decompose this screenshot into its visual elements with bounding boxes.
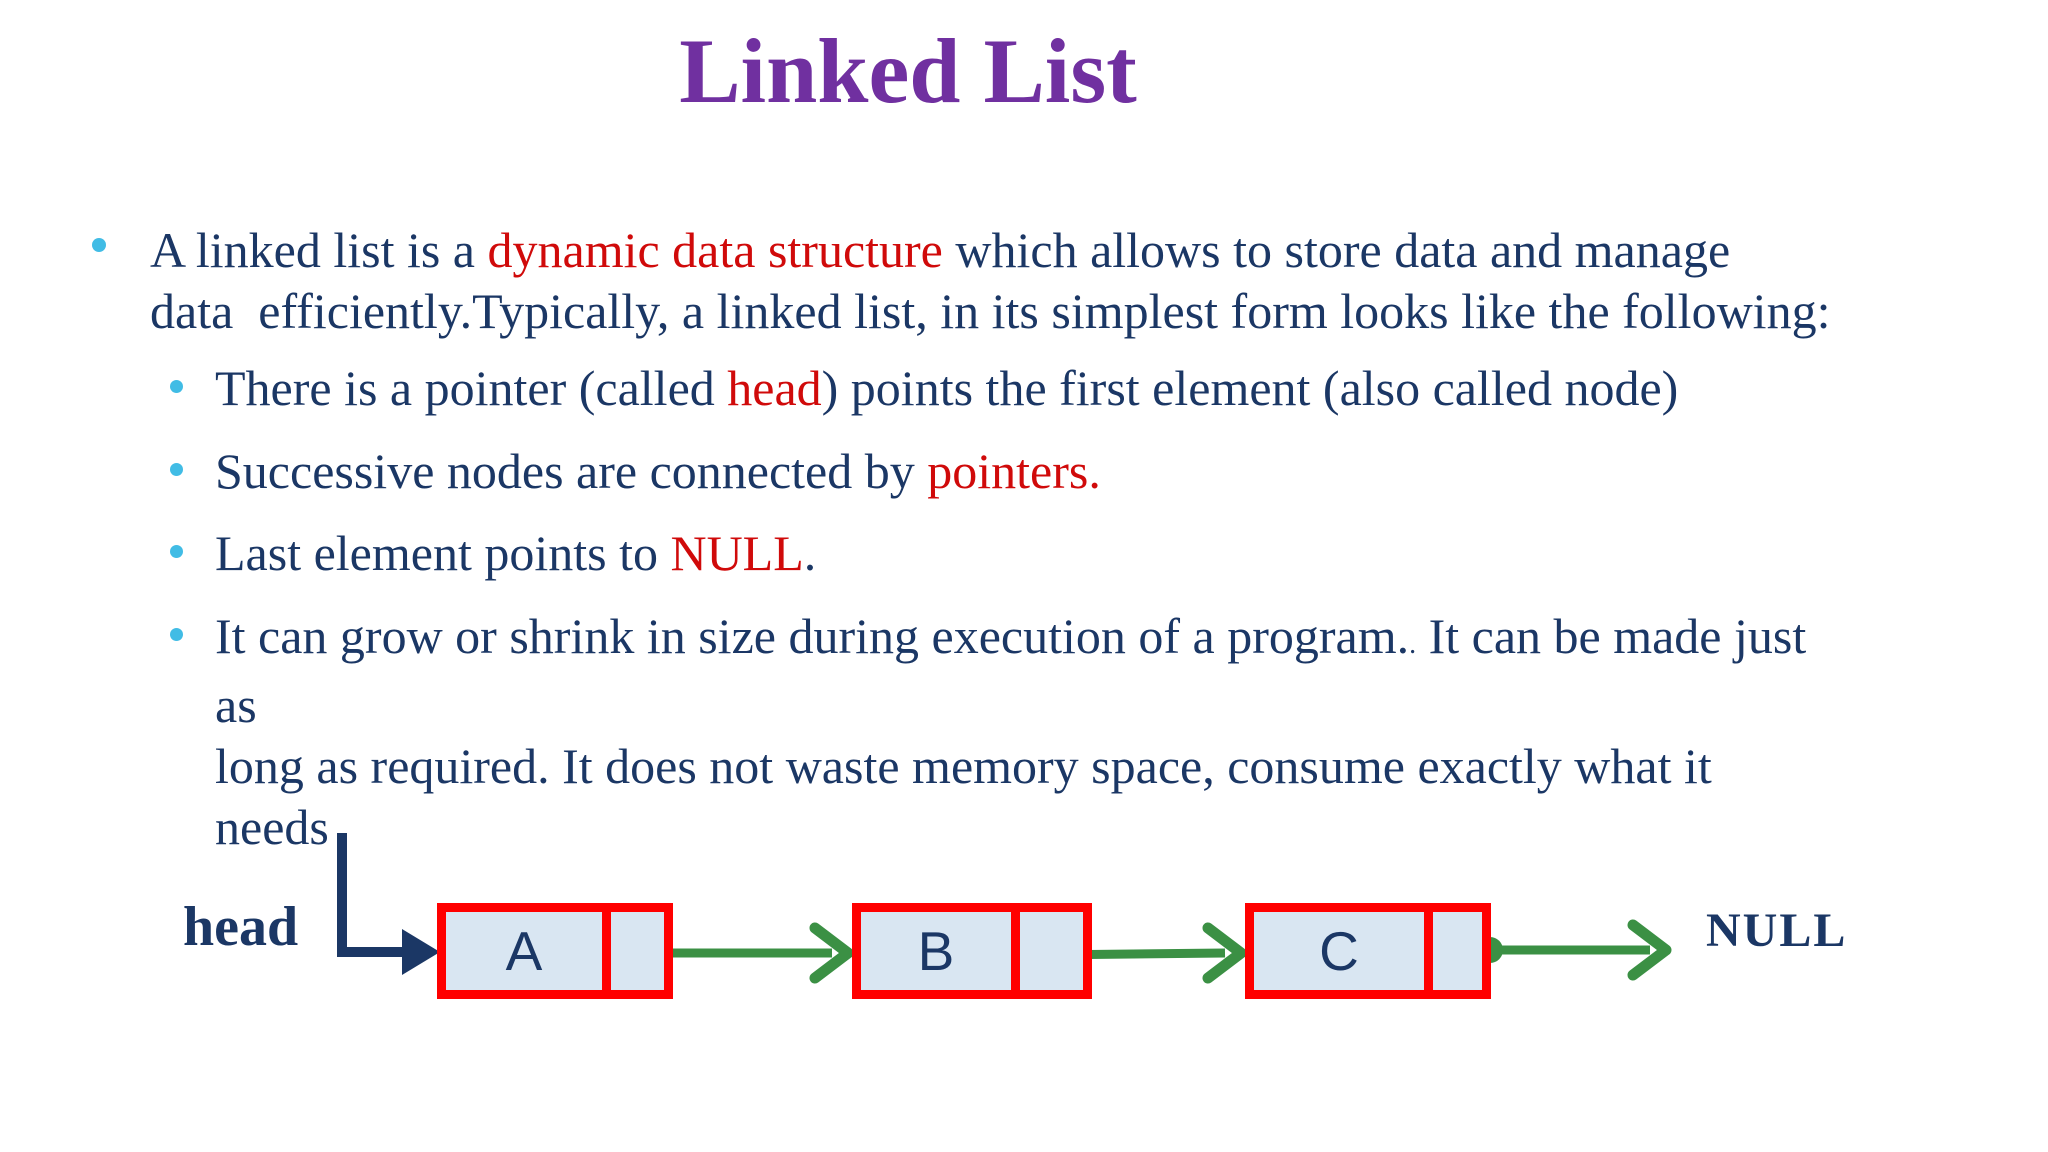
node-c-data-cell: C [1254,912,1424,990]
text-run: Successive nodes are connected by [215,443,928,499]
bullet-sub-2: Successive nodes are connected by pointe… [170,441,2048,502]
bullet-sub-1: There is a pointer (called head) points … [170,358,2048,419]
page-title: Linked List [679,20,1137,122]
node-b-data-cell: B [861,912,1011,990]
bullet-sub-4-text: It can grow or shrink in size during exe… [215,606,2048,858]
head-arrow-icon [337,833,440,975]
text-run: A linked list is a [150,222,488,278]
bullet-dot-icon [170,628,183,641]
bullet-dot-icon [170,545,183,558]
null-label: NULL [1706,904,1848,957]
text-run: ) points the first element (also called … [821,360,1679,416]
text-run-small: . [1409,629,1417,660]
bullet-dot-icon [170,463,183,476]
text-run: It can be made just as long as required.… [215,608,1807,855]
node-c: C [1245,903,1491,999]
node-b-pointer-cell [1011,912,1083,990]
link-arrow-c-null-icon [1477,919,1672,981]
text-run-red: pointers. [927,443,1101,499]
node-a-data-cell: A [446,912,602,990]
text-run: Last element points to [215,525,671,581]
bullet-sub-2-text: Successive nodes are connected by pointe… [215,441,2048,502]
bullet-dot-icon [170,380,183,393]
node-a-pointer-cell [602,912,664,990]
node-a-label: A [505,920,543,982]
node-b-label: B [917,920,955,982]
bullet-sub-3-text: Last element points to NULL. [215,523,2048,584]
text-run: There is a pointer (called [215,360,728,416]
bullet-sub-3: Last element points to NULL. [170,523,2048,584]
node-a: A [437,903,673,999]
text-run-red: dynamic data structure [487,222,943,278]
node-b: B [852,903,1092,999]
text-run: It can grow or shrink in size during exe… [215,608,1410,664]
text-run-red: head [727,360,822,416]
bullet-sub-4: It can grow or shrink in size during exe… [170,606,2048,858]
node-c-pointer-cell [1424,912,1482,990]
bullet-main: A linked list is a dynamic data structur… [92,220,2000,342]
bullet-sub-1-text: There is a pointer (called head) points … [215,358,2048,419]
text-run-red: NULL [670,525,804,581]
bullet-main-text: A linked list is a dynamic data structur… [150,220,2000,342]
bullet-dot-icon [92,238,106,252]
head-label: head [183,896,299,958]
text-run: . [803,525,817,581]
text-run: which allows to store data and manage da… [150,222,1831,339]
node-c-label: C [1319,920,1359,982]
